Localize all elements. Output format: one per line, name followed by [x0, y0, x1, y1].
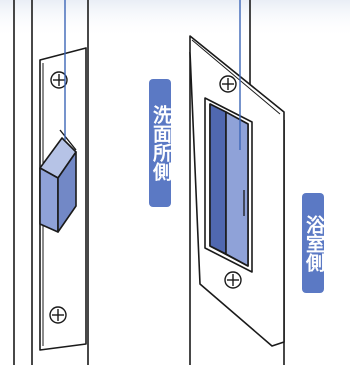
bathroom-side-label: 浴室側 [302, 193, 325, 293]
right-plate-bevel [191, 39, 281, 115]
washroom-side-label: 洗面所側 [149, 79, 172, 207]
phillips-screw-icon [224, 271, 242, 289]
left-door [13, 0, 89, 365]
phillips-screw-icon [219, 75, 237, 93]
latch-bolt-front [39, 167, 59, 233]
right-frame [189, 0, 285, 365]
latch-bolt-side [57, 151, 77, 233]
top-shade [0, 0, 350, 38]
phillips-screw-icon [49, 306, 67, 324]
strike-opening-wall [209, 103, 227, 255]
strike-opening-floor [225, 111, 249, 267]
phillips-screw-icon [50, 71, 68, 89]
latch-bolt-edge [59, 129, 77, 151]
